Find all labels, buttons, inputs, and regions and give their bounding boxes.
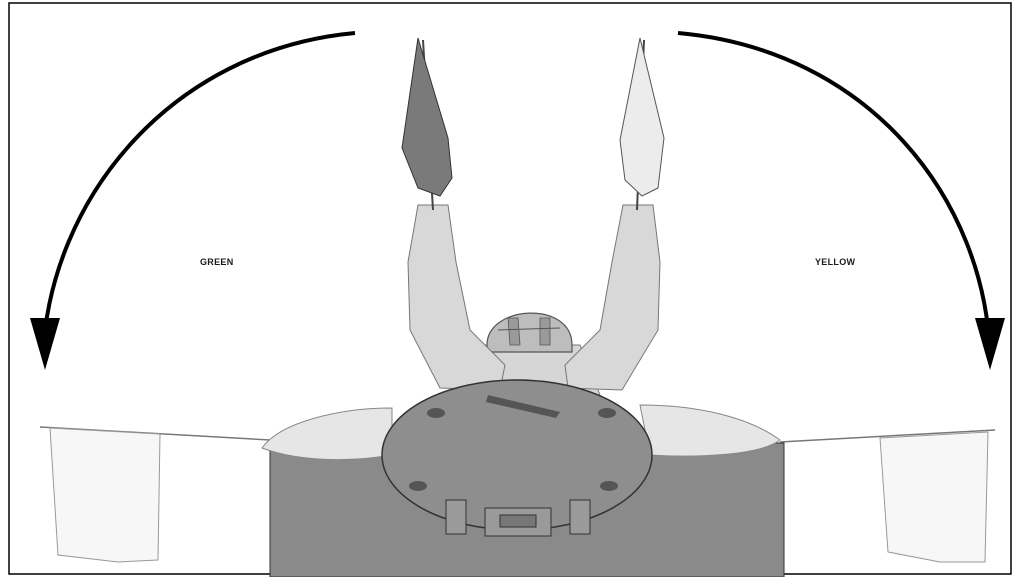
green-label: GREEN — [200, 257, 234, 267]
yellow-label: YELLOW — [815, 257, 856, 267]
